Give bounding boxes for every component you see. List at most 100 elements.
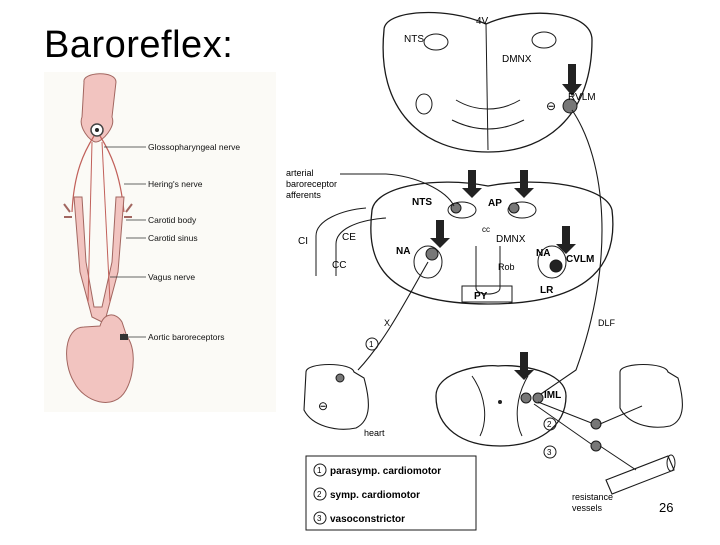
arrow-cvlm bbox=[562, 226, 570, 244]
label-cc-root: CC bbox=[332, 260, 346, 271]
slide-title: Baroreflex: bbox=[44, 24, 234, 66]
label-nts-mid: NTS bbox=[412, 197, 432, 208]
raphe bbox=[475, 246, 501, 295]
label-afferent-2: baroreceptor bbox=[286, 179, 337, 189]
label-hering: Hering's nerve bbox=[148, 179, 203, 189]
pyramid-box bbox=[461, 285, 513, 303]
circuit-svg: 4V NTS DMNX RVLM ⊖ NTS AP cc DMNX NA NA … bbox=[286, 11, 683, 531]
label-vessels-1: resistance bbox=[572, 492, 613, 502]
page-number: 26 bbox=[659, 500, 674, 515]
spinal-section bbox=[435, 365, 567, 447]
label-ci: CI bbox=[298, 236, 308, 247]
dlf-pathway bbox=[537, 109, 603, 397]
nts-mid bbox=[447, 201, 477, 219]
sympathetic-outflow bbox=[533, 401, 595, 447]
vagus-left bbox=[87, 141, 93, 303]
label-carotid-sinus: Carotid sinus bbox=[148, 233, 198, 243]
iml-neuron-1 bbox=[520, 392, 532, 404]
arrow-cvlm-head bbox=[556, 244, 576, 254]
label-na-right: NA bbox=[536, 248, 550, 259]
label-cvlm: CVLM bbox=[566, 254, 594, 265]
arrow-ap bbox=[520, 170, 528, 188]
lower-medulla-section bbox=[370, 181, 614, 305]
na-oval-right bbox=[537, 245, 567, 279]
ganglion-3 bbox=[590, 440, 602, 452]
vagus-right bbox=[101, 141, 111, 303]
vagal-efferent bbox=[357, 261, 429, 371]
label-iml: IML bbox=[544, 390, 561, 401]
label-na-left: NA bbox=[396, 246, 410, 257]
afferent-path bbox=[340, 173, 455, 207]
circuit-figure: 4V NTS DMNX RVLM ⊖ NTS AP cc DMNX NA NA … bbox=[276, 0, 694, 540]
label-x: X bbox=[384, 318, 390, 328]
legend-num-1-circle bbox=[313, 463, 327, 477]
label-vagus: Vagus nerve bbox=[148, 272, 195, 282]
afferent-roots-lines bbox=[315, 207, 387, 276]
label-lr: LR bbox=[540, 285, 554, 296]
label-carotid-body: Carotid body bbox=[148, 215, 197, 225]
label-py: PY bbox=[474, 291, 488, 302]
label-afferent-3: afferents bbox=[286, 190, 321, 200]
num-2: 2 bbox=[547, 420, 552, 429]
legend-num-3: 3 bbox=[317, 514, 322, 523]
aortic-receptor bbox=[120, 334, 128, 340]
heart-minus: ⊖ bbox=[318, 399, 328, 413]
rvlm-neuron bbox=[562, 98, 578, 114]
vessel bbox=[605, 455, 675, 495]
arrow-nts-head bbox=[462, 188, 482, 198]
upper-medulla-section bbox=[382, 11, 593, 153]
legend-label-3: vasoconstrictor bbox=[330, 514, 405, 525]
legend-label-2: symp. cardiomotor bbox=[330, 490, 420, 501]
label-dlf: DLF bbox=[598, 318, 616, 328]
num-1: 1 bbox=[369, 340, 374, 349]
aortic-arch bbox=[99, 314, 127, 335]
label-glossopharyngeal: Glossopharyngeal nerve bbox=[148, 142, 240, 152]
pyramid-lines bbox=[451, 99, 525, 130]
label-dmnx-mid: DMNX bbox=[496, 234, 526, 245]
brainstem-shape bbox=[80, 73, 117, 143]
symp-to-vessel bbox=[599, 445, 637, 471]
legend-num-2-circle bbox=[313, 487, 327, 501]
minus-rvlm: ⊖ bbox=[546, 99, 556, 113]
legend-num-2: 2 bbox=[317, 490, 322, 499]
carotid-arteries bbox=[73, 196, 125, 323]
label-nts-top: NTS bbox=[404, 34, 424, 45]
central-canal bbox=[498, 400, 502, 404]
label-vessels-2: vessels bbox=[572, 503, 603, 513]
label-aortic: Aortic baroreceptors bbox=[148, 332, 225, 342]
arrow-nts bbox=[468, 170, 476, 188]
iml-neuron-2 bbox=[532, 392, 544, 404]
nerve-root-core bbox=[95, 128, 99, 132]
nts-neuron-right bbox=[508, 202, 520, 214]
heart-ganglion bbox=[335, 373, 345, 383]
legend-num-1: 1 bbox=[317, 466, 322, 475]
midline bbox=[485, 23, 489, 151]
heart-outline bbox=[303, 364, 369, 430]
label-afferent-1: arterial bbox=[286, 168, 314, 178]
carotid-branches bbox=[63, 203, 133, 218]
arrow-na-head bbox=[430, 238, 450, 248]
num-3-circle bbox=[543, 445, 557, 459]
legend-label-1: parasymp. cardiomotor bbox=[330, 466, 441, 477]
nucleus-oval bbox=[415, 93, 433, 115]
label-4v: 4V bbox=[476, 16, 489, 27]
label-rvlm: RVLM bbox=[568, 92, 596, 103]
label-heart: heart bbox=[364, 428, 385, 438]
label-ap: AP bbox=[488, 198, 502, 209]
num-3: 3 bbox=[547, 448, 552, 457]
legend-num-3-circle bbox=[313, 511, 327, 525]
arrow-rvlm-head bbox=[562, 84, 582, 96]
arrow-ap-head bbox=[514, 188, 534, 198]
heart-right-outline bbox=[619, 364, 683, 428]
arrow-rvlm bbox=[568, 64, 576, 84]
arrow-iml bbox=[520, 352, 528, 370]
nts-top bbox=[423, 33, 449, 51]
nts-neuron-left bbox=[450, 202, 462, 214]
nts-mid-right bbox=[507, 201, 537, 219]
label-rob: Rob bbox=[498, 262, 515, 272]
gray-matter bbox=[471, 375, 529, 437]
num-2-circle bbox=[543, 417, 557, 431]
label-cc: cc bbox=[482, 225, 490, 234]
legend-box bbox=[305, 455, 477, 531]
dmnx-top bbox=[531, 31, 557, 49]
